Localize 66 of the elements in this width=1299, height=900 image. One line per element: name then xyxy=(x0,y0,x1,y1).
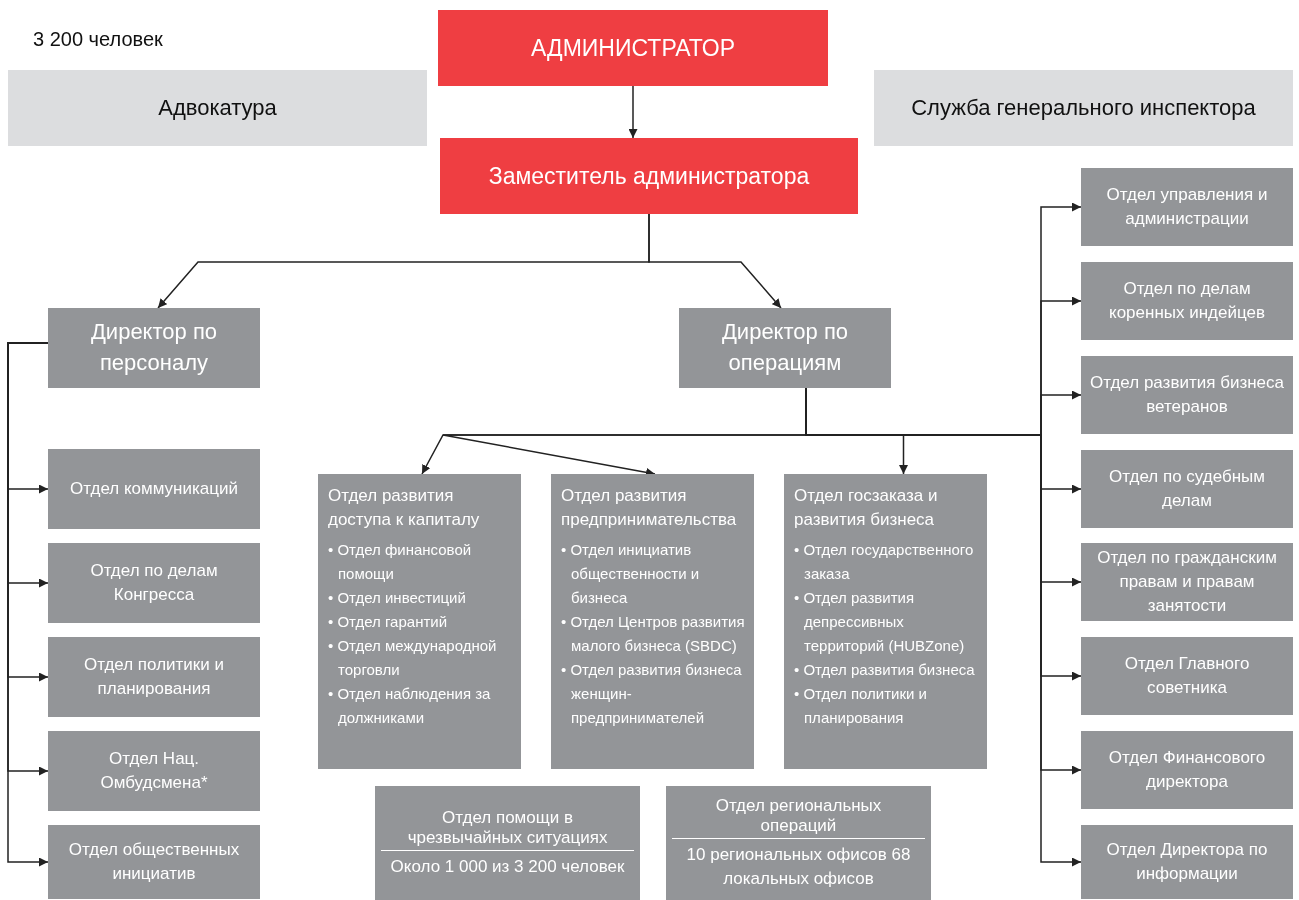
org-unit-box xyxy=(551,474,754,769)
org-unit-box xyxy=(874,70,1293,146)
unit-title: Отдел коммуникаций xyxy=(70,478,238,501)
unit-title: Отдел развития предпринимательства xyxy=(561,485,738,531)
org-unit-box xyxy=(1081,168,1293,246)
org-unit-box xyxy=(1081,450,1293,528)
sub-unit-item: • Отдел наблюдения за должниками xyxy=(328,683,492,728)
sub-unit-item: • Отдел государственного заказа xyxy=(794,539,975,584)
org-unit-box xyxy=(438,10,828,86)
sub-unit-item: • Отдел инвестиций xyxy=(328,587,466,608)
unit-title: Отдел помощи в чрезвычайных ситуациях xyxy=(381,807,634,851)
unit-title: Директор по операциям xyxy=(720,318,850,377)
unit-note: 10 региональных офисов 68 локальных офисов xyxy=(685,843,912,890)
org-unit-box xyxy=(48,825,260,899)
sub-unit-item: • Отдел инициатив общественности и бизнеса xyxy=(561,539,701,608)
sub-unit-item: • Отдел развития бизнеса женщин-предпринимателей xyxy=(561,659,743,728)
org-unit-box xyxy=(1081,637,1293,715)
sub-unit-item: • Отдел Центров развития малого бизнеса (SBDC) xyxy=(561,611,746,656)
org-unit-box xyxy=(1081,731,1293,809)
unit-title: Служба генерального инспектора xyxy=(911,93,1256,122)
connector-arrow xyxy=(628,85,638,139)
unit-title: Отдел политики и планирования xyxy=(82,654,225,700)
connector-arrow xyxy=(648,213,782,309)
unit-title: Отдел по судебным делам xyxy=(1108,466,1266,512)
sub-unit-item: • Отдел международной торговли xyxy=(328,635,498,680)
unit-title: Отдел по делам Конгресса xyxy=(89,560,219,606)
unit-title: Отдел по делам коренных индейцев xyxy=(1108,278,1266,324)
org-unit-box xyxy=(375,786,640,900)
unit-title: Отдел региональных операций xyxy=(672,795,925,839)
org-unit-box xyxy=(1081,543,1293,621)
org-unit-box xyxy=(48,308,260,388)
unit-title: Отдел Главного советника xyxy=(1123,653,1251,699)
unit-title: Заместитель администратора xyxy=(488,161,810,191)
unit-title: Отдел развития доступа к капиталу xyxy=(328,485,481,531)
org-unit-box xyxy=(318,474,521,769)
unit-title: АДМИНИСТРАТОР xyxy=(531,33,735,63)
sub-unit-item: • Отдел гарантий xyxy=(328,611,448,632)
org-unit-box xyxy=(48,637,260,717)
unit-title: Отдел госзаказа и развития бизнеса xyxy=(794,485,939,531)
org-unit-box xyxy=(1081,825,1293,899)
unit-title: Отдел общественных инициатив xyxy=(67,839,241,885)
unit-title: Отдел Директора по информации xyxy=(1105,839,1269,885)
sub-unit-item: • Отдел финансовой помощи xyxy=(328,539,473,584)
org-unit-box xyxy=(48,543,260,623)
org-unit-box xyxy=(440,138,858,214)
org-unit-box xyxy=(8,70,427,146)
org-unit-box xyxy=(679,308,891,388)
staff-count-note: 3 200 человек xyxy=(33,28,163,51)
org-unit-box xyxy=(48,731,260,811)
unit-title: Отдел по гражданским правам и правам занятости xyxy=(1096,547,1278,617)
unit-title: Директор по персоналу xyxy=(89,318,219,377)
connector-arrow xyxy=(7,342,49,867)
unit-title: Отдел Нац. Омбудсмена* xyxy=(99,748,209,794)
unit-note: Около 1 000 из 3 200 человек xyxy=(390,855,625,878)
unit-title: Адвокатура xyxy=(158,93,277,122)
unit-title: Отдел Финансового директора xyxy=(1107,747,1267,793)
org-unit-box xyxy=(784,474,987,769)
org-unit-box xyxy=(48,449,260,529)
unit-title: Отдел развития бизнеса ветеранов xyxy=(1089,372,1285,418)
unit-title: Отдел управления и администрации xyxy=(1105,184,1269,230)
org-unit-box xyxy=(666,786,931,900)
org-unit-box xyxy=(1081,356,1293,434)
sub-unit-item: • Отдел политики и планирования xyxy=(794,683,928,728)
org-unit-box xyxy=(1081,262,1293,340)
sub-unit-item: • Отдел развития депрессивных территорий (HUBZone) xyxy=(794,587,966,656)
sub-unit-item: • Отдел развития бизнеса xyxy=(794,659,975,680)
